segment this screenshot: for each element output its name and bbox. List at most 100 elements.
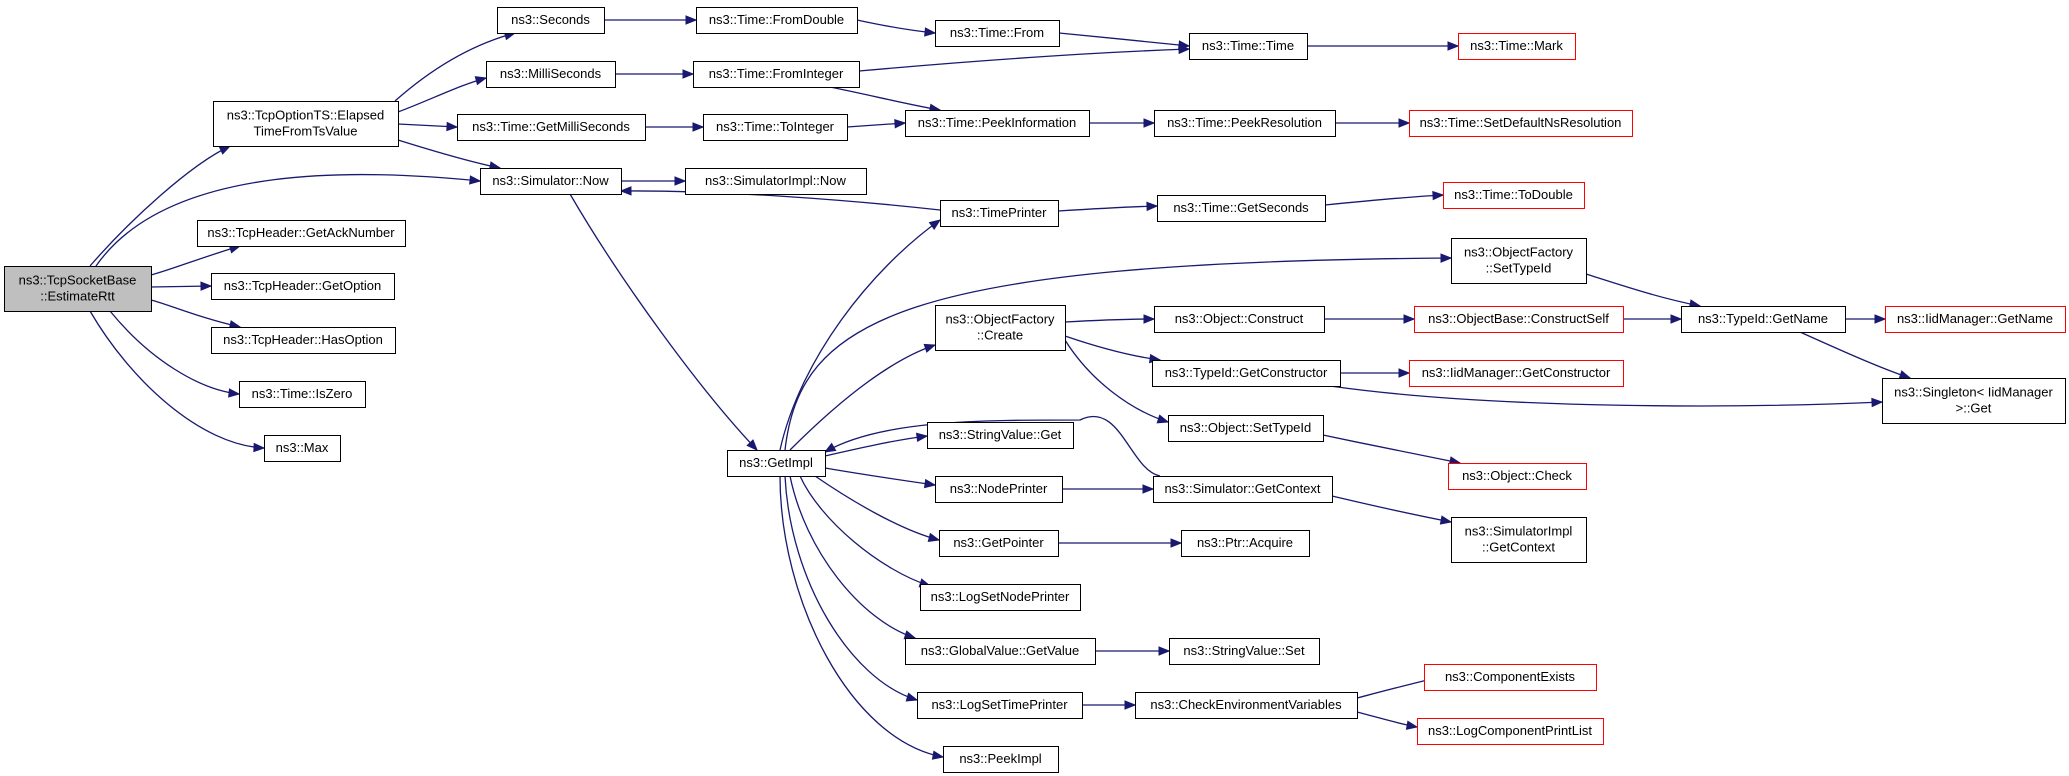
node-from[interactable]: ns3::Time::From bbox=[935, 20, 1060, 47]
node-getseconds[interactable]: ns3::Time::GetSeconds bbox=[1157, 195, 1326, 222]
node-label: ns3::NodePrinter bbox=[950, 481, 1048, 496]
node-label: ns3::SimulatorImpl::Now bbox=[705, 173, 846, 188]
node-iidgetctor[interactable]: ns3::IidManager::GetConstructor bbox=[1409, 360, 1624, 387]
arrowhead bbox=[1178, 44, 1191, 55]
node-singleton[interactable]: ns3::Singleton< IidManager>::Get bbox=[1882, 378, 2066, 424]
node-label: ns3::Object::Check bbox=[1462, 468, 1572, 483]
edge-line bbox=[779, 219, 941, 451]
node-label: ns3::LogComponentPrintList bbox=[1428, 723, 1592, 738]
node-simimplnow[interactable]: ns3::SimulatorImpl::Now bbox=[685, 168, 867, 195]
node-setdefres[interactable]: ns3::Time::SetDefaultNsResolution bbox=[1409, 110, 1633, 137]
node-box bbox=[213, 101, 399, 147]
node-checkenv[interactable]: ns3::CheckEnvironmentVariables bbox=[1135, 692, 1358, 719]
node-globalget[interactable]: ns3::GlobalValue::GetValue bbox=[905, 638, 1096, 665]
node-constructself[interactable]: ns3::ObjectBase::ConstructSelf bbox=[1414, 306, 1624, 333]
node-peekres[interactable]: ns3::Time::PeekResolution bbox=[1154, 110, 1336, 137]
node-ofsettypeid[interactable]: ns3::ObjectFactory::SetTypeId bbox=[1451, 238, 1587, 284]
arrowhead bbox=[1158, 646, 1171, 656]
node-label: ns3::SimulatorImpl bbox=[1465, 524, 1573, 539]
node-objconstruct[interactable]: ns3::Object::Construct bbox=[1154, 306, 1325, 333]
node-root[interactable]: ns3::TcpSocketBase::EstimateRtt bbox=[4, 266, 152, 312]
edge-line bbox=[620, 190, 941, 211]
node-todouble[interactable]: ns3::Time::ToDouble bbox=[1443, 182, 1585, 209]
node-label: ns3::Time::ToInteger bbox=[716, 119, 835, 134]
edge-line bbox=[150, 245, 241, 276]
node-label: ns3::Time::ToDouble bbox=[1454, 187, 1573, 202]
node-objcheck[interactable]: ns3::Object::Check bbox=[1448, 463, 1587, 490]
node-box bbox=[1885, 306, 2066, 333]
node-compexists[interactable]: ns3::ComponentExists bbox=[1424, 664, 1597, 691]
node-box bbox=[1451, 517, 1587, 563]
node-max[interactable]: ns3::Max bbox=[264, 435, 341, 462]
node-typeidgetctor[interactable]: ns3::TypeId::GetConstructor bbox=[1152, 360, 1341, 387]
edge-line bbox=[1058, 32, 1190, 47]
node-getmilli[interactable]: ns3::Time::GetMilliSeconds bbox=[457, 114, 646, 141]
node-box bbox=[264, 435, 341, 462]
node-getoption[interactable]: ns3::TcpHeader::GetOption bbox=[211, 273, 395, 300]
arrowhead bbox=[928, 219, 942, 230]
arrowhead bbox=[1898, 370, 1912, 380]
node-simimplctx[interactable]: ns3::SimulatorImpl::GetContext bbox=[1451, 517, 1587, 563]
node-getpointer[interactable]: ns3::GetPointer bbox=[939, 530, 1059, 557]
node-typeidgetname[interactable]: ns3::TypeId::GetName bbox=[1681, 306, 1846, 333]
edge-line bbox=[109, 310, 240, 395]
edge-getimpl-to-nodeprinter bbox=[824, 467, 937, 489]
node-box bbox=[1458, 33, 1576, 60]
node-nodeprinter[interactable]: ns3::NodePrinter bbox=[935, 476, 1063, 503]
node-frominteger[interactable]: ns3::Time::FromInteger bbox=[693, 61, 860, 88]
node-getack[interactable]: ns3::TcpHeader::GetAckNumber bbox=[197, 220, 406, 247]
node-stringget[interactable]: ns3::StringValue::Get bbox=[927, 422, 1074, 449]
node-logcomplist[interactable]: ns3::LogComponentPrintList bbox=[1417, 718, 1604, 745]
node-peekimpl[interactable]: ns3::PeekImpl bbox=[943, 746, 1059, 773]
node-box bbox=[239, 381, 366, 408]
node-box bbox=[935, 20, 1060, 47]
edge-getimpl-to-peekimpl bbox=[779, 475, 945, 760]
node-box bbox=[1451, 238, 1587, 284]
arrowhead bbox=[894, 118, 907, 129]
node-label: ns3::ObjectFactory bbox=[1464, 245, 1574, 260]
node-logsetnode[interactable]: ns3::LogSetNodePrinter bbox=[920, 584, 1081, 611]
node-getimpl[interactable]: ns3::GetImpl bbox=[727, 450, 826, 477]
arrowhead bbox=[1447, 41, 1460, 51]
node-objsettypeid[interactable]: ns3::Object::SetTypeId bbox=[1168, 415, 1324, 442]
node-peekinfo[interactable]: ns3::Time::PeekInformation bbox=[905, 110, 1090, 137]
node-mark[interactable]: ns3::Time::Mark bbox=[1458, 33, 1576, 60]
node-ofcreate[interactable]: ns3::ObjectFactory::Create bbox=[935, 305, 1066, 351]
node-label: ns3::Seconds bbox=[511, 12, 590, 27]
arrowhead bbox=[1670, 314, 1683, 324]
node-box bbox=[905, 110, 1090, 137]
node-ptracquire[interactable]: ns3::Ptr::Acquire bbox=[1181, 530, 1310, 557]
node-box bbox=[1157, 195, 1326, 222]
node-label: TimeFromTsValue bbox=[253, 124, 357, 139]
arrowhead bbox=[924, 27, 937, 37]
arrowhead bbox=[1398, 118, 1411, 128]
node-fromdouble[interactable]: ns3::Time::FromDouble bbox=[696, 7, 858, 34]
node-timetime[interactable]: ns3::Time::Time bbox=[1189, 33, 1308, 60]
node-box bbox=[696, 7, 858, 34]
edge-root-to-simnow bbox=[95, 173, 482, 267]
arrowhead bbox=[1440, 253, 1453, 263]
arrowhead bbox=[1142, 484, 1155, 494]
node-label: ns3::Time::FromInteger bbox=[709, 66, 844, 81]
node-simgetctx[interactable]: ns3::Simulator::GetContext bbox=[1153, 476, 1333, 503]
node-box bbox=[685, 168, 867, 195]
node-box bbox=[1414, 306, 1624, 333]
node-simnow[interactable]: ns3::Simulator::Now bbox=[480, 168, 622, 195]
node-timeprinter[interactable]: ns3::TimePrinter bbox=[940, 200, 1059, 227]
edge-root-to-max bbox=[89, 310, 266, 453]
node-stringset[interactable]: ns3::StringValue::Set bbox=[1169, 638, 1320, 665]
node-logsettime[interactable]: ns3::LogSetTimePrinter bbox=[917, 692, 1083, 719]
node-label: ::Create bbox=[977, 328, 1023, 343]
node-tointeger[interactable]: ns3::Time::ToInteger bbox=[703, 114, 848, 141]
edge-elapsed-to-getmilli bbox=[397, 121, 459, 132]
edge-line bbox=[858, 48, 1190, 72]
node-milliseconds[interactable]: ns3::MilliSeconds bbox=[486, 61, 616, 88]
arrowhead bbox=[923, 343, 937, 353]
node-hasoption[interactable]: ns3::TcpHeader::HasOption bbox=[211, 327, 396, 354]
edge-root-to-getack bbox=[150, 244, 242, 276]
node-seconds[interactable]: ns3::Seconds bbox=[497, 7, 605, 34]
node-iidgetname[interactable]: ns3::IidManager::GetName bbox=[1885, 306, 2066, 333]
node-iszero[interactable]: ns3::Time::IsZero bbox=[239, 381, 366, 408]
edge-checkenv-to-logcomplist bbox=[1356, 711, 1419, 730]
